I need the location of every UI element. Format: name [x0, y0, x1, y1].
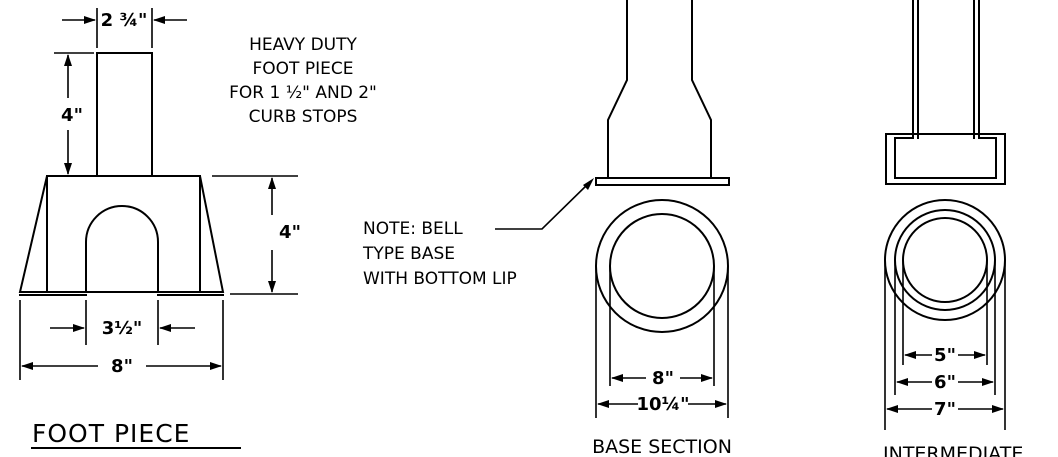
intermediate-coupling-inner: [894, 137, 997, 179]
intermediate-mid-circle: [894, 209, 996, 311]
foot-stem: [96, 52, 153, 177]
foot-arch: [85, 205, 159, 293]
base-section-drawing: NOTE: BELL TYPE BASE WITH BOTTOM LIP 8" …: [362, 0, 732, 457]
foot-note-line-3: FOR 1 ½" AND 2": [229, 83, 377, 103]
base-bottom-lip: [595, 177, 730, 186]
dim-base-outer: 10¼": [636, 394, 689, 415]
dim-base-inner: 8": [652, 368, 674, 389]
intermediate-title: INTERMEDIATE: [883, 443, 1023, 457]
base-tube-right: [691, 0, 712, 179]
foot-note-line-2: FOOT PIECE: [253, 59, 354, 79]
base-inner-circle: [609, 213, 715, 319]
foot-note-line-4: CURB STOPS: [249, 107, 358, 127]
dim-base-width: 8": [111, 356, 133, 377]
intermediate-inner-circle: [902, 217, 988, 303]
note-leader: [495, 181, 591, 230]
foot-piece-drawing: 2 ¾" 4" 4" 3½" 8" HEAVY DUTY FOOT PIECE …: [18, 8, 377, 449]
foot-piece-title: FOOT PIECE: [32, 419, 190, 448]
foot-note-line-1: HEAVY DUTY: [249, 35, 357, 55]
dim-stem-height: 4": [61, 105, 83, 126]
foot-base-outline: [18, 175, 225, 293]
base-section-title: BASE SECTION: [592, 436, 732, 457]
dim-intermediate-5: 5": [934, 345, 956, 366]
intermediate-drawing: 5" 6" 7" INTERMEDIATE: [883, 0, 1023, 457]
dim-top-width: 2 ¾": [101, 10, 148, 31]
dim-intermediate-7: 7": [934, 399, 956, 420]
dim-intermediate-6: 6": [934, 372, 956, 393]
base-note-line-3: WITH BOTTOM LIP: [363, 269, 517, 289]
dim-base-height: 4": [279, 222, 301, 243]
intermediate-coupling: [885, 133, 1006, 185]
base-tube-left: [607, 0, 628, 179]
dim-arch-width: 3½": [102, 318, 143, 339]
base-note-line-2: TYPE BASE: [362, 244, 455, 264]
base-outer-circle: [595, 199, 729, 333]
base-note-line-1: NOTE: BELL: [363, 219, 463, 239]
